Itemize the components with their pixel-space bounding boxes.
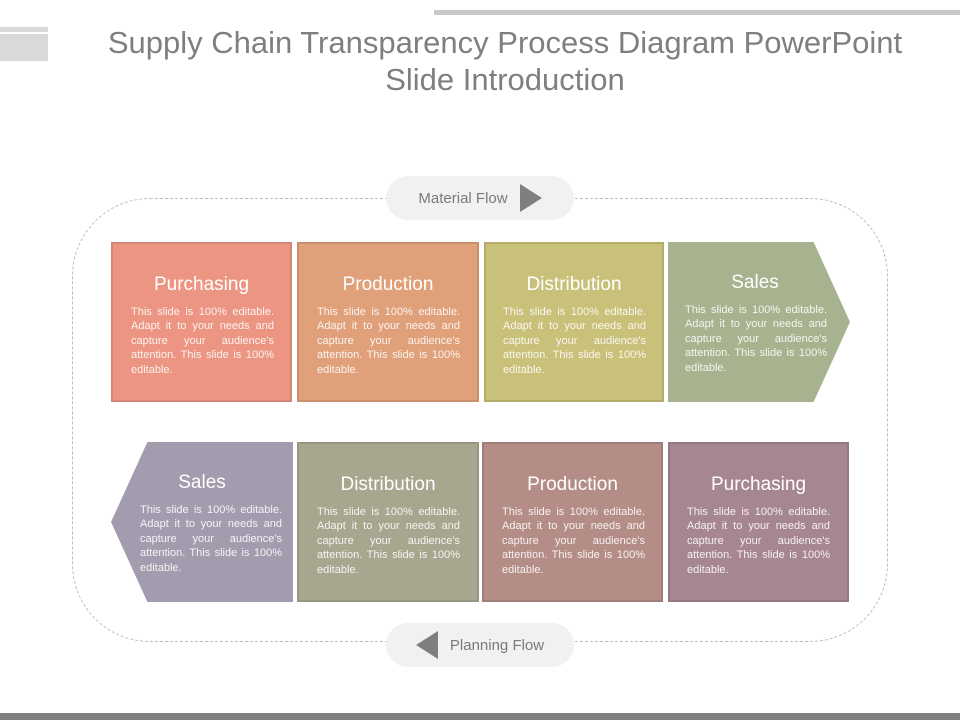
box-title: Sales [178,472,226,493]
box-text: This slide is 100% editable. Adapt it to… [317,306,460,376]
box-text: This slide is 100% editable. Adapt it to… [140,504,282,574]
box-sales-bottom: Sales This slide is 100% editable. Adapt… [111,442,293,602]
box-purchasing-bottom: Purchasing This slide is 100% editable. … [668,442,849,602]
planning-flow-pill: Planning Flow [386,623,574,667]
box-text: This slide is 100% editable. Adapt it to… [685,304,827,374]
top-right-decoration [434,10,960,15]
material-flow-label: Material Flow [418,189,508,207]
slide-title: Supply Chain Transparency Process Diagra… [107,25,903,97]
box-title: Production [342,274,434,295]
box-text: This slide is 100% editable. Adapt it to… [131,306,274,376]
box-text: This slide is 100% editable. Adapt it to… [503,306,646,376]
box-text: This slide is 100% editable. Adapt it to… [317,506,460,576]
box-distribution-top: Distribution This slide is 100% editable… [484,242,664,402]
bottom-decoration [0,713,960,720]
arrow-left-icon [415,631,438,659]
box-distribution-bottom: Distribution This slide is 100% editable… [297,442,479,602]
box-title: Purchasing [710,474,807,495]
box-title: Distribution [340,474,436,495]
box-production-top: Production This slide is 100% editable. … [297,242,479,402]
box-text: This slide is 100% editable. Adapt it to… [502,506,645,576]
material-flow-pill: Material Flow [386,176,574,220]
arrow-right-icon [519,184,542,212]
box-title: Distribution [526,274,622,295]
box-title: Purchasing [153,274,250,295]
box-title: Sales [731,272,779,293]
box-production-bottom: Production This slide is 100% editable. … [482,442,663,602]
box-text: This slide is 100% editable. Adapt it to… [687,506,830,576]
planning-flow-label: Planning Flow [449,636,545,654]
box-sales-top: Sales This slide is 100% editable. Adapt… [668,242,850,402]
box-title: Production [527,474,618,495]
box-purchasing-top: Purchasing This slide is 100% editable. … [111,242,292,402]
top-left-decoration [0,27,48,61]
